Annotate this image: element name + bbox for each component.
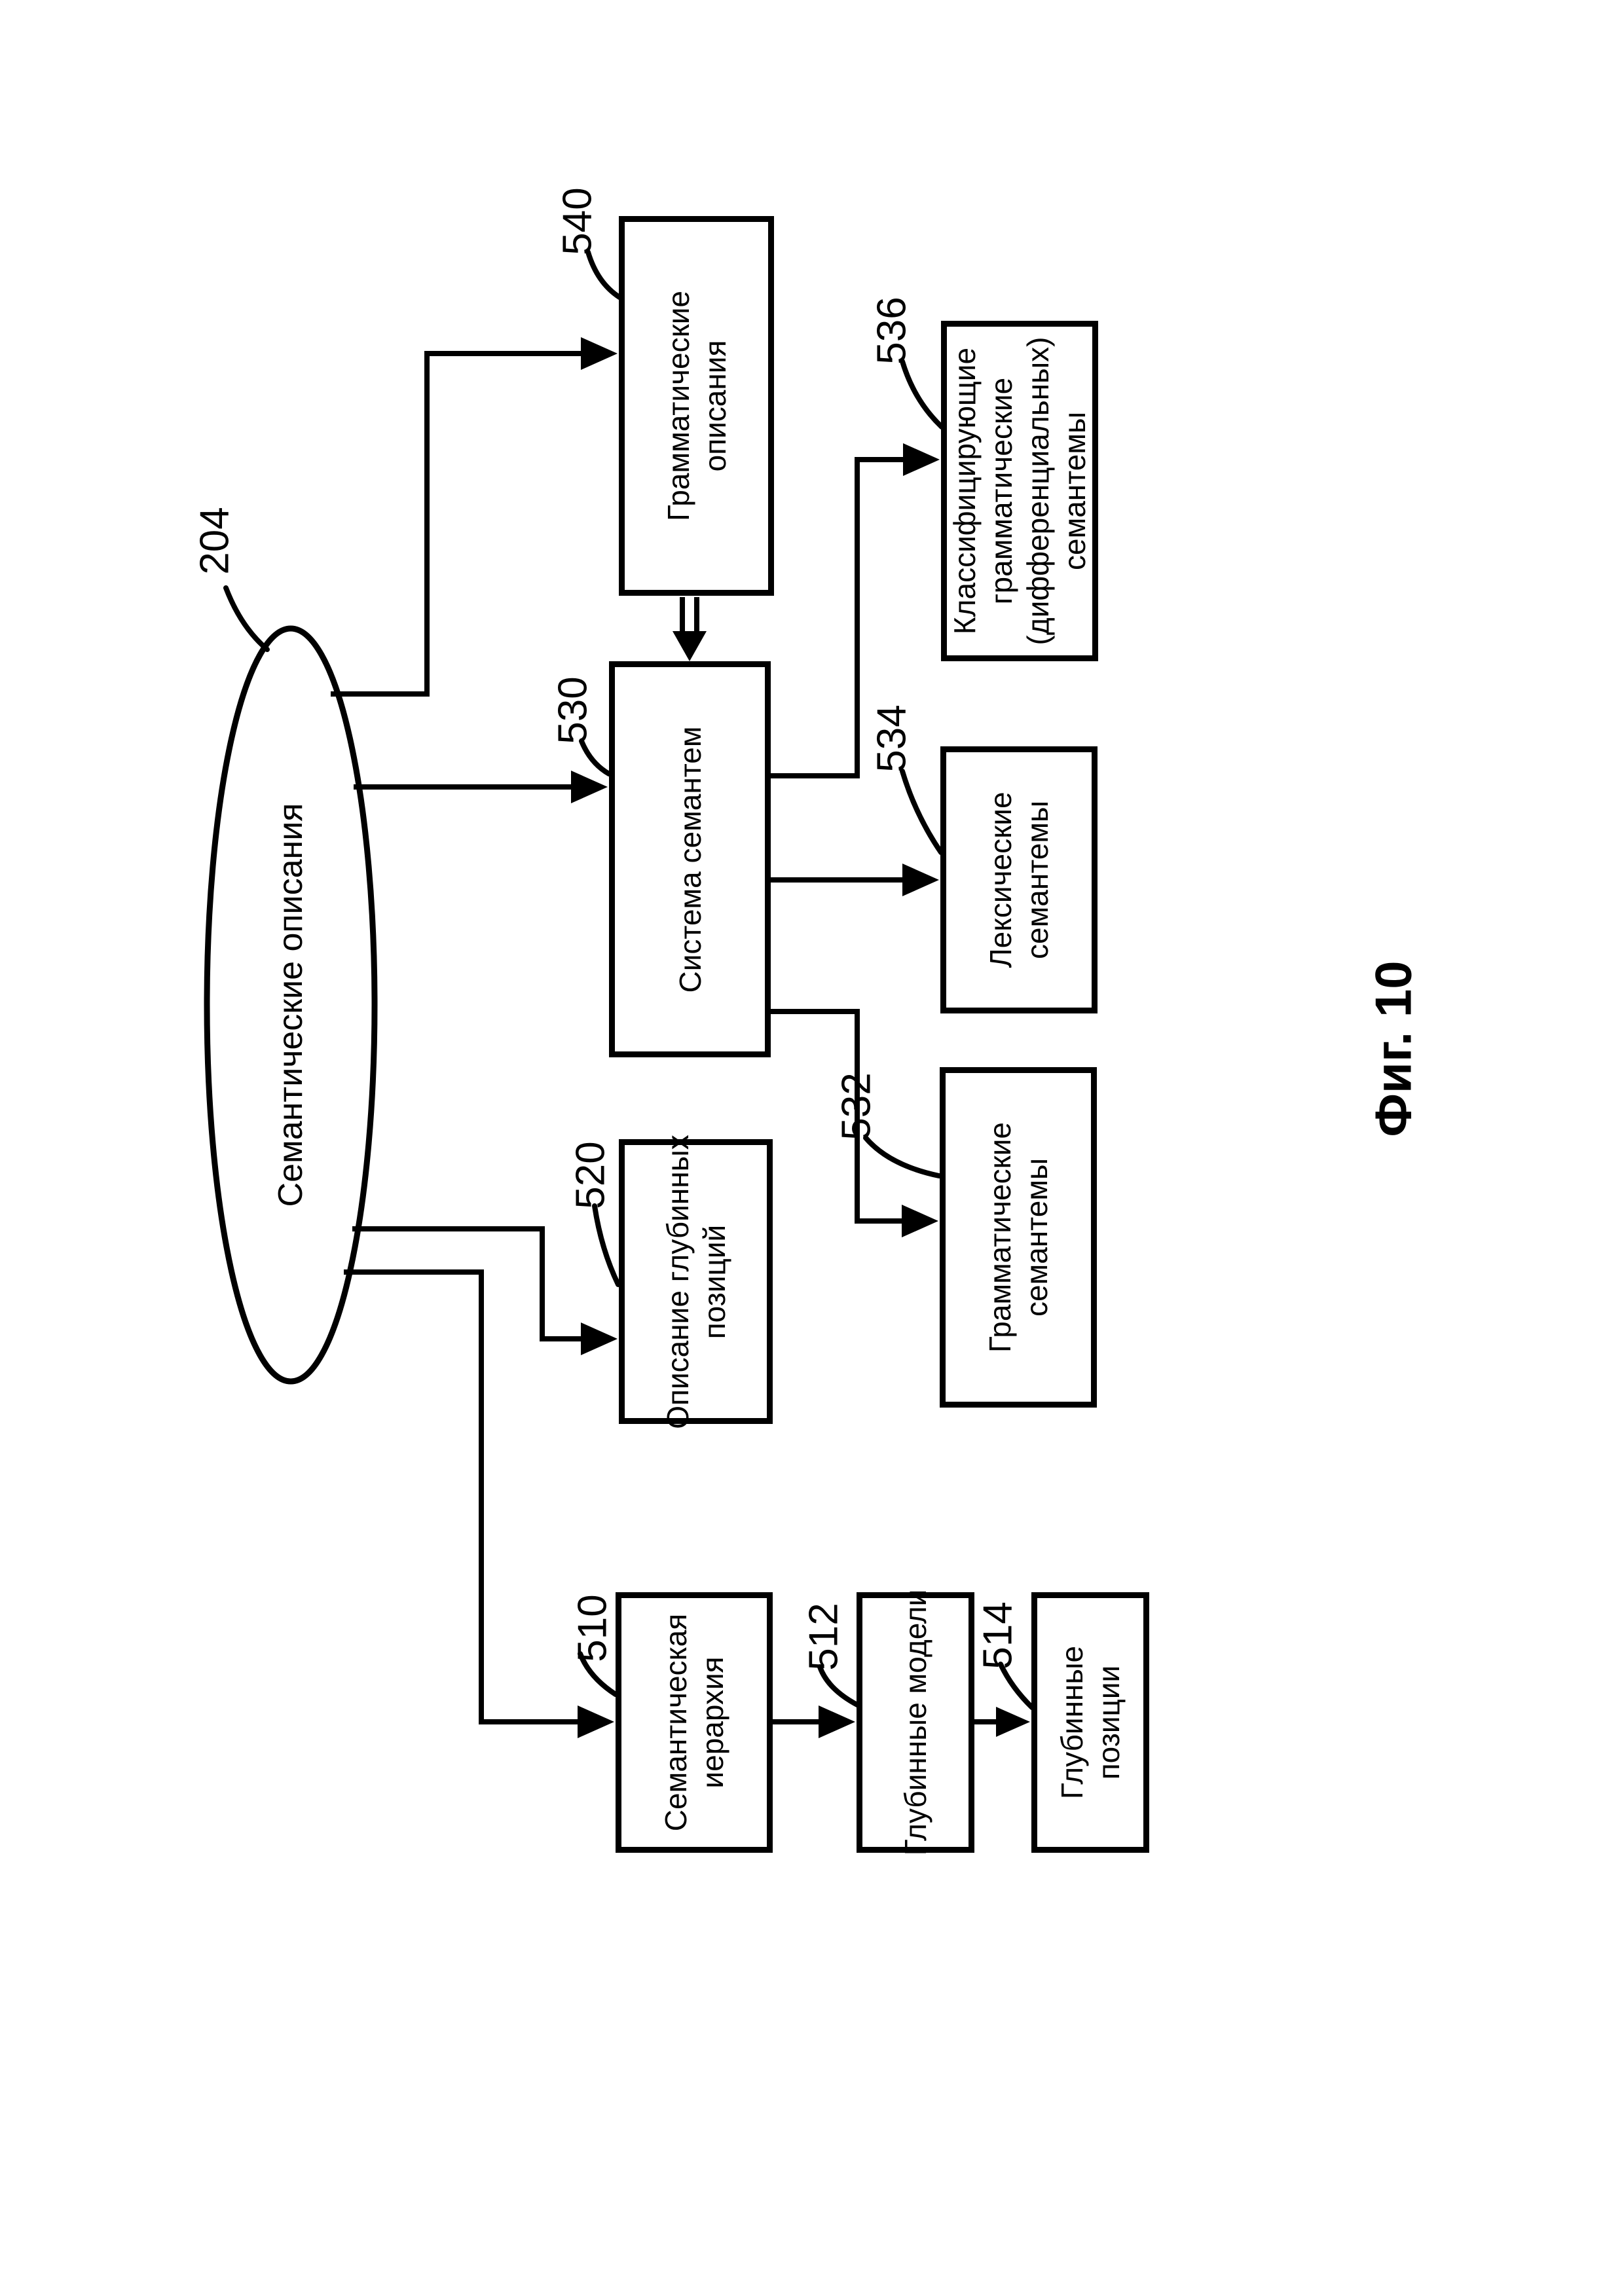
ellipse-label: Семантические описания (272, 803, 310, 1207)
arrowhead-into-512 (819, 1705, 855, 1738)
box-classifying-grammatical-semantemes: Классифицирующие грамматические (диффере… (941, 321, 1098, 661)
box-deep-slot-descriptions: Описание глубинных позиций (619, 1135, 773, 1429)
leader-530 (579, 738, 612, 776)
ref-530: 530 (550, 676, 596, 744)
ref-204: 204 (192, 507, 238, 575)
arrowhead-into-536 (903, 443, 940, 476)
ref-536: 536 (869, 297, 915, 365)
box-514-label: Глубинные позиции (1054, 1645, 1126, 1800)
connector-ellipse-to-510 (344, 1269, 581, 1724)
leader-520 (592, 1203, 621, 1287)
arrowhead-into-540 (581, 337, 618, 370)
leader-536 (900, 359, 944, 429)
box-semantic-hierarchy: Семантическая иерархия (616, 1592, 773, 1853)
leader-510 (578, 1651, 618, 1697)
box-532-label: Грамматические семантемы (982, 1121, 1054, 1353)
ref-512: 512 (801, 1603, 847, 1671)
box-520-label: Описание глубинных позиций (660, 1134, 731, 1429)
connector-ellipse-to-540 (331, 351, 585, 697)
box-536-label: Классифицирующие грамматические (диффере… (947, 337, 1092, 646)
box-grammatical-semantemes: Грамматические семантемы (940, 1067, 1097, 1408)
arrowhead-into-520 (581, 1322, 618, 1355)
box-534-label: Лексические семантемы (983, 792, 1054, 968)
box-semanteme-system: Система семантем (609, 661, 771, 1057)
ref-534: 534 (869, 704, 915, 773)
ref-540: 540 (555, 187, 600, 255)
leader-514 (998, 1662, 1035, 1710)
ellipse-semantic-descriptions (204, 625, 378, 1385)
figure-caption: Фиг. 10 (1364, 960, 1422, 1137)
leader-540 (585, 249, 622, 300)
arrowhead-into-530 (571, 771, 608, 803)
leader-534 (900, 769, 944, 855)
box-540-label: Грамматические описания (661, 290, 732, 522)
leader-204 (223, 585, 270, 652)
double-arrow-540-to-530 (673, 597, 707, 661)
connector-ellipse-to-520 (352, 1226, 585, 1341)
arrowhead-into-534 (902, 864, 939, 896)
box-grammatical-descriptions: Грамматические описания (619, 216, 774, 596)
box-530-label: Система семантем (673, 726, 707, 993)
connector-530-to-536 (771, 457, 907, 778)
box-510-label: Семантическая иерархия (658, 1613, 729, 1832)
arrowhead-into-510 (578, 1705, 614, 1738)
arrowhead-into-514 (996, 1707, 1030, 1737)
leader-532 (863, 1135, 942, 1178)
ref-532: 532 (834, 1072, 879, 1140)
box-512-label: Глубинные модели (898, 1589, 932, 1856)
ref-514: 514 (975, 1601, 1021, 1669)
leader-512 (817, 1664, 860, 1707)
ref-510: 510 (570, 1594, 616, 1662)
ref-520: 520 (568, 1141, 614, 1209)
connector-530-to-532 (771, 1009, 906, 1224)
box-deep-models: Глубинные модели (857, 1590, 974, 1855)
arrowhead-into-532 (902, 1205, 938, 1237)
box-deep-slots: Глубинные позиции (1031, 1592, 1149, 1853)
box-lexical-semantemes: Лексические семантемы (940, 746, 1098, 1013)
